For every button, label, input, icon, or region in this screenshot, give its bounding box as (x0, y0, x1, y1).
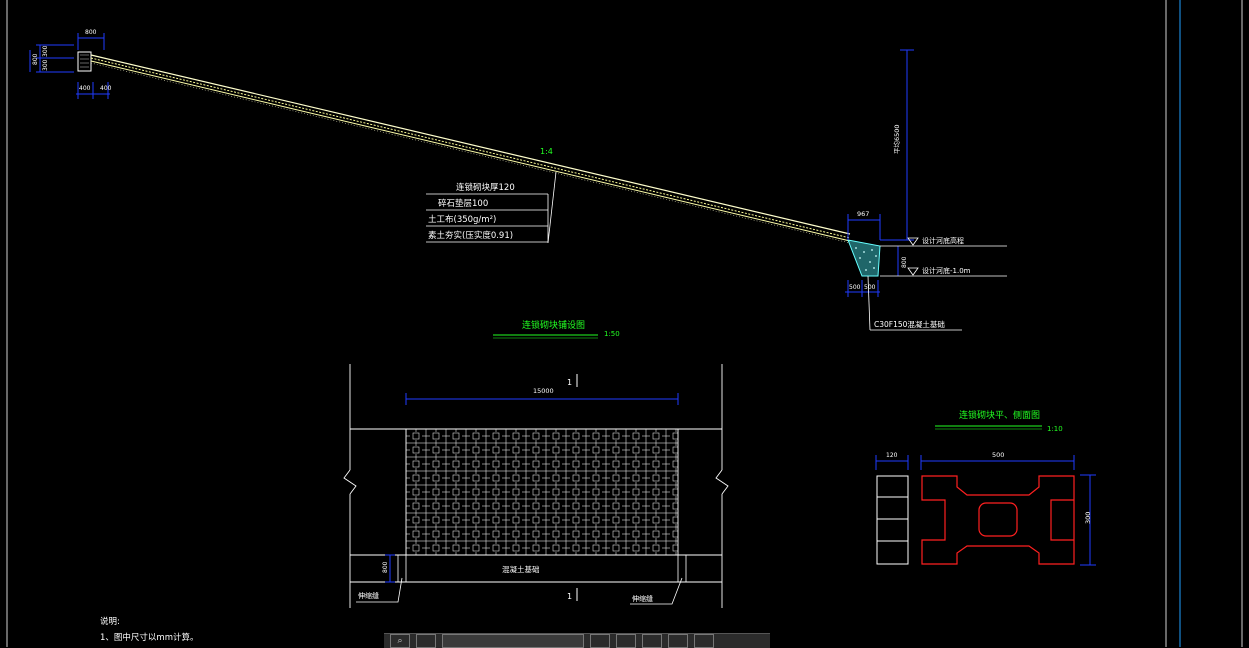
water-level-minus-one: 设计河底-1.0m (922, 266, 971, 275)
notes-item-1: 1、图中尺寸以mm计算。 (100, 632, 198, 643)
dim-crest-base1: 400 (79, 85, 91, 92)
foundation-note: C30F150混凝土基础 (874, 319, 945, 329)
dim-toe-base1: 500 (849, 284, 861, 291)
water-level-design-bottom: 设计河底高程 (922, 236, 964, 245)
toolbar-button-8[interactable] (694, 634, 714, 648)
dim-crest-h2: 300 (42, 59, 49, 71)
bottom-toolbar: ⌕ (384, 633, 770, 648)
toolbar-layout-selector[interactable] (442, 634, 584, 648)
cross-section: 1:4 800 300 300 800 400 400 (29, 29, 1007, 331)
block-side-notch-right (1050, 499, 1074, 541)
slope-ratio-label: 1:4 (540, 147, 553, 156)
block-detail: 连锁砌块平、侧面图 1:10 120 500 300 (875, 409, 1096, 566)
plan-view: 连锁砌块铺设图 1:50 15000 1 1 (343, 319, 729, 608)
expansion-joint-left: 伸缩缝 (358, 591, 379, 600)
plan-base-dim-text: 800 (382, 561, 389, 573)
layer-block: 连锁砌块厚120 (456, 182, 515, 193)
plan-scale: 1:50 (604, 330, 620, 338)
expansion-joint-leaders (356, 577, 683, 605)
dim-crest-h1: 300 (42, 45, 49, 57)
water-level-marks (880, 237, 1007, 277)
foundation-leader (867, 275, 962, 331)
block-dim-height: 300 (1084, 512, 1092, 524)
plan-section-mark-bottom: 1 (567, 592, 572, 601)
layer-callout (426, 171, 557, 244)
toolbar-button-6[interactable] (642, 634, 662, 648)
toe-foundation (847, 239, 881, 277)
expansion-joint-right: 伸缩缝 (632, 594, 653, 603)
toolbar-button-4[interactable] (590, 634, 610, 648)
toolbar-pan-button[interactable] (416, 634, 436, 648)
crest-dimension-text: 800 300 300 800 400 400 (32, 29, 112, 92)
plan-width-text: 15000 (533, 387, 554, 395)
block-side-view (876, 475, 909, 565)
plan-section-mark-top: 1 (567, 378, 572, 387)
crest-dimensions (29, 33, 110, 99)
toolbar-button-7[interactable] (668, 634, 688, 648)
toolbar-button-5[interactable] (616, 634, 636, 648)
dim-toe-width: 967 (857, 210, 869, 218)
toe-foundation-dots (855, 247, 877, 271)
dim-toe-depth: 800 (901, 256, 908, 268)
block-dimensions (875, 455, 1096, 566)
toolbar-zoom-button[interactable]: ⌕ (390, 634, 410, 648)
layer-gravel: 碎石垫层100 (438, 198, 488, 209)
notes: 说明: 1、图中尺寸以mm计算。 (100, 616, 198, 643)
notes-heading: 说明: (100, 616, 120, 627)
dim-crest-width: 800 (85, 29, 97, 36)
plan-base-label: 混凝土基础 (502, 564, 540, 574)
height-dimension (845, 49, 914, 297)
block-center-hole (978, 502, 1018, 537)
slope-protection (90, 54, 851, 244)
plan-width-dimension (405, 393, 679, 405)
plan-base-strip (397, 555, 687, 582)
block-title: 连锁砌块平、侧面图 (959, 409, 1040, 421)
dim-average-height: 平均6500 (892, 124, 901, 154)
layer-soil: 素土夯实(压实度0.91) (428, 230, 513, 241)
crest-hatch (80, 54, 89, 68)
dim-toe-base2: 500 (864, 284, 876, 291)
block-dim-side: 120 (886, 452, 898, 459)
block-pattern-area (405, 428, 679, 556)
dim-crest-base2: 400 (100, 85, 112, 92)
plan-title: 连锁砌块铺设图 (522, 319, 585, 331)
plan-base-dimension (385, 554, 395, 583)
block-dim-width: 500 (992, 451, 1004, 459)
block-scale: 1:10 (1047, 425, 1063, 433)
layer-callout-text: 连锁砌块厚120 碎石垫层100 土工布(350g/m²) 素土夯实(压实度0.… (428, 182, 515, 241)
layer-geotextile: 土工布(350g/m²) (428, 214, 496, 225)
dim-crest-total: 800 (32, 53, 39, 65)
block-plan-outline (921, 475, 1075, 565)
